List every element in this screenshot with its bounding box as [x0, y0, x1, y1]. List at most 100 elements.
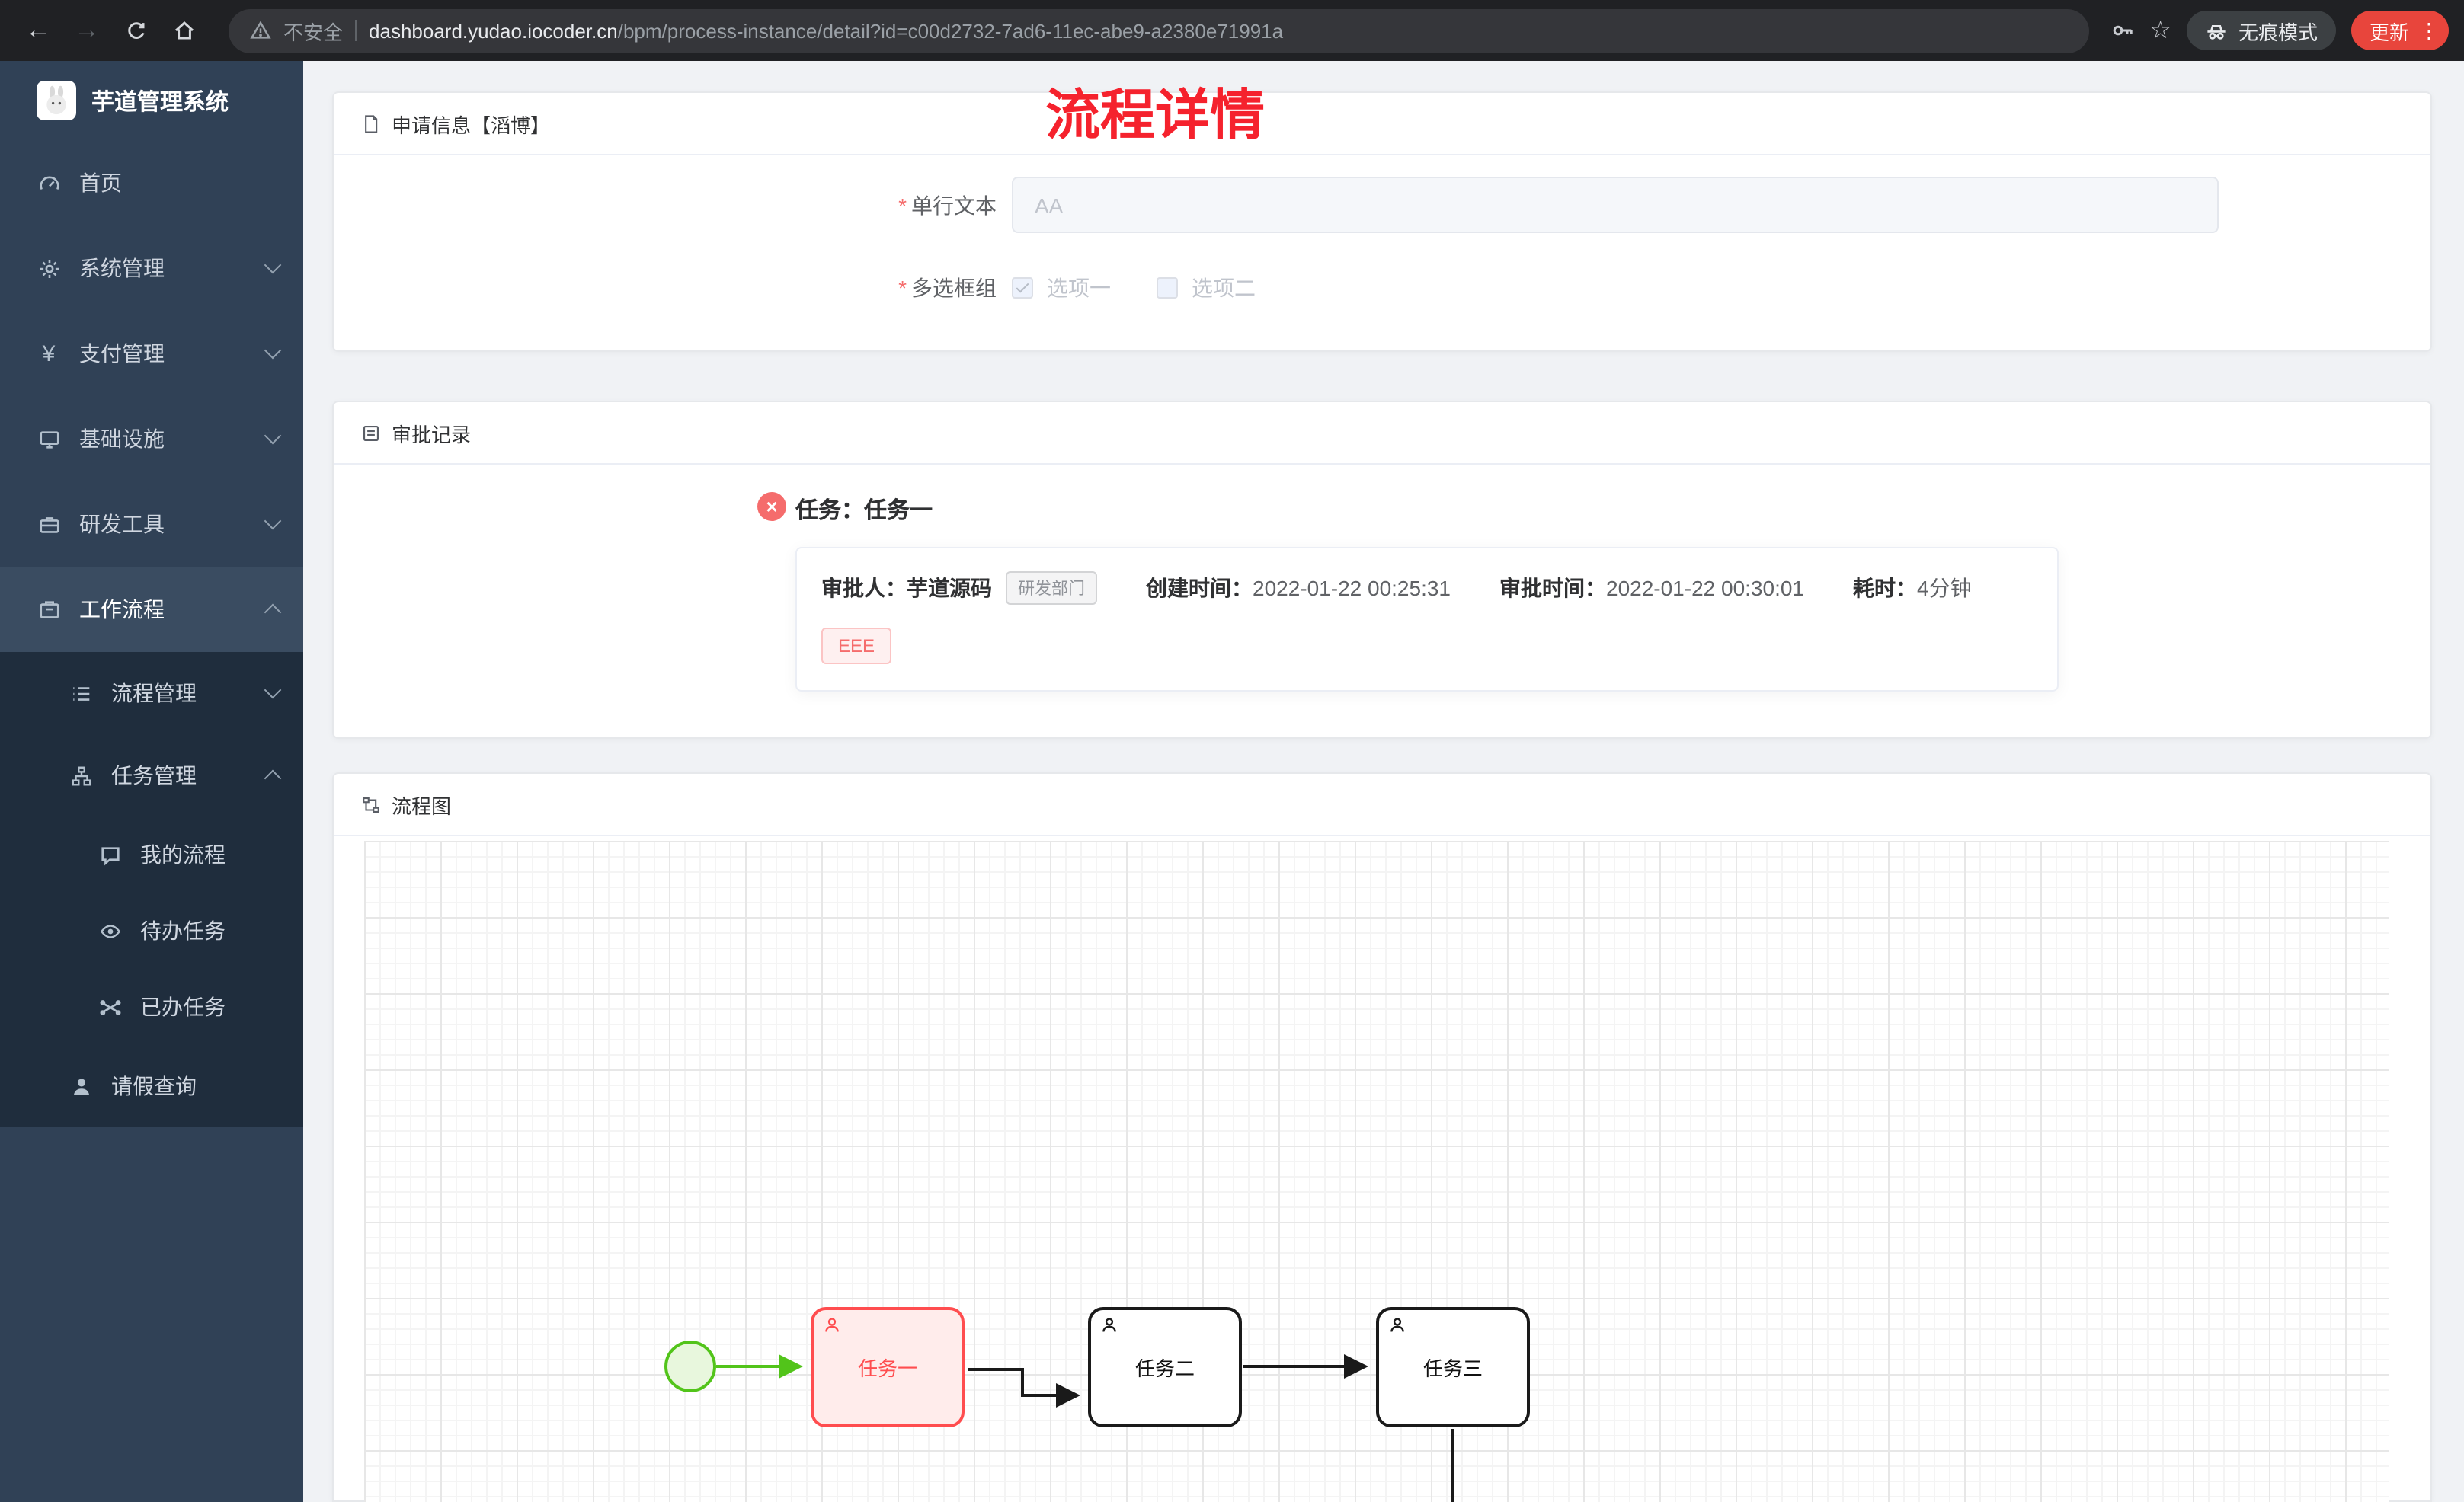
incognito-label: 无痕模式: [2238, 21, 2318, 43]
approval-record-card-title: 审批记录: [392, 423, 472, 446]
record-icon: [361, 423, 381, 443]
checkbox-option-1[interactable]: 选项一: [1012, 273, 1111, 303]
toolbar-right: ☆ 无痕模式 更新 ⋮: [2110, 11, 2449, 50]
task-node-2[interactable]: 任务二: [1088, 1307, 1242, 1427]
sidebar-item-home[interactable]: 首页: [0, 140, 303, 225]
checkbox-label: 选项二: [1192, 276, 1256, 300]
key-button[interactable]: [2110, 18, 2134, 43]
home-button[interactable]: [162, 8, 207, 53]
app-title: 芋道管理系统: [91, 89, 229, 115]
sidebar-item-infrastructure[interactable]: 基础设施: [0, 396, 303, 481]
apply-info-card-header: 申请信息【滔博】: [334, 93, 2430, 155]
security-label: 不安全: [283, 21, 344, 43]
sequence-flow-1-2: [968, 1368, 1080, 1408]
approval-detail-box: 审批人： 芋道源码 研发部门 创建时间： 2022-01-22 00:25:31…: [795, 547, 2059, 692]
field-label: *多选框组: [898, 276, 997, 300]
sidebar-item-system-management[interactable]: 系统管理: [0, 225, 303, 311]
check-circle-icon: [94, 995, 125, 1018]
address-bar[interactable]: 不安全 dashboard.yudao.iocoder.cn/bpm/proce…: [229, 8, 2089, 53]
logo-avatar: [37, 81, 76, 120]
approval-record-card-header: 审批记录: [334, 402, 2430, 465]
back-button[interactable]: ←: [25, 15, 51, 44]
sidebar-item-label: 研发工具: [79, 512, 165, 536]
bpmn-connectors: [664, 1341, 1454, 1502]
incognito-badge: 无痕模式: [2186, 11, 2336, 50]
chevron-down-icon: [264, 512, 282, 530]
workflow-icon: [34, 598, 64, 621]
field-label: *单行文本: [898, 193, 997, 217]
document-icon: [361, 113, 381, 133]
incognito-icon: [2207, 24, 2226, 39]
user-task-icon: [1388, 1316, 1406, 1334]
approval-comment-row: EEE: [821, 628, 2033, 664]
sidebar-item-label: 工作流程: [79, 597, 165, 622]
task-label: 任务一: [857, 1357, 917, 1380]
sidebar-item-payment-management[interactable]: ¥ 支付管理: [0, 311, 303, 396]
duration-label: 耗时：: [1853, 576, 1917, 600]
forward-button[interactable]: →: [74, 15, 100, 44]
sidebar-item-done-tasks[interactable]: 已办任务: [0, 969, 303, 1045]
sidebar-item-leave-query[interactable]: 请假查询: [0, 1045, 303, 1127]
sidebar-item-label: 我的流程: [140, 842, 226, 867]
duration-value: 4分钟: [1917, 576, 1972, 600]
task-label: 任务二: [1134, 1357, 1195, 1380]
required-asterisk: *: [898, 193, 907, 217]
bookmark-button[interactable]: ☆: [2149, 18, 2171, 44]
briefcase-icon: [34, 513, 64, 535]
user-task-icon: [823, 1316, 841, 1334]
browser-toolbar: ← → 不安全 dashboard.yudao.iocoder.cn/bpm/p…: [0, 0, 2464, 61]
approver-label: 审批人：: [821, 576, 907, 600]
sidebar-item-workflow[interactable]: 工作流程: [0, 567, 303, 652]
sidebar-item-task-management[interactable]: 任务管理: [0, 734, 303, 817]
task-label: 任务三: [1422, 1357, 1483, 1380]
sidebar-item-dev-tools[interactable]: 研发工具: [0, 481, 303, 567]
dashboard-icon: [34, 171, 64, 194]
created-time: 2022-01-22 00:25:31: [1253, 576, 1451, 600]
start-event[interactable]: [664, 1341, 716, 1392]
sidebar-item-label: 请假查询: [111, 1074, 197, 1098]
url-domain: dashboard.yudao.iocoder.cn: [369, 19, 618, 42]
reload-button[interactable]: [113, 8, 158, 53]
dept-tag: 研发部门: [1006, 571, 1097, 605]
single-line-text-input[interactable]: [1012, 177, 2219, 233]
update-label: 更新: [2369, 21, 2409, 43]
url-text: dashboard.yudao.iocoder.cn/bpm/process-i…: [369, 19, 1283, 42]
approved-label: 审批时间：: [1499, 576, 1606, 600]
required-asterisk: *: [898, 276, 907, 300]
sidebar-item-label: 任务管理: [111, 763, 197, 788]
flow-icon: [66, 764, 96, 787]
yen-icon: ¥: [42, 340, 56, 366]
url-path: /bpm/process-instance/detail?id=c00d2732…: [617, 19, 1284, 42]
form-row-text: *单行文本: [334, 177, 2430, 233]
checkbox-checked-icon: [1012, 277, 1033, 299]
app-logo[interactable]: 芋道管理系统: [0, 61, 303, 140]
workflow-submenu: 流程管理 任务管理 我的流程 待办任务: [0, 652, 303, 1127]
sidebar-item-todo-tasks[interactable]: 待办任务: [0, 893, 303, 969]
monitor-icon: [34, 427, 64, 450]
warning-icon: [250, 21, 271, 39]
apply-info-card: 申请信息【滔博】 *单行文本 *多选框组 选项一 选项二: [332, 91, 2432, 352]
update-button[interactable]: 更新 ⋮: [2350, 11, 2449, 50]
checkbox-label: 选项一: [1047, 276, 1111, 300]
checkbox-option-2[interactable]: 选项二: [1157, 273, 1256, 303]
sidebar-item-label: 流程管理: [111, 681, 197, 705]
comment-tag: EEE: [821, 628, 892, 664]
eye-icon: [94, 919, 125, 942]
rejected-status-icon: ×: [757, 492, 786, 521]
task-node-1[interactable]: 任务一: [811, 1307, 965, 1427]
browser-menu-icon[interactable]: ⋮: [2418, 18, 2440, 42]
omnibox-divider: [355, 20, 357, 41]
approval-task-title: 任务：任务一: [795, 498, 933, 524]
process-diagram-card-header: 流程图: [334, 774, 2430, 836]
sidebar-item-process-management[interactable]: 流程管理: [0, 652, 303, 734]
chevron-down-icon: [264, 427, 282, 445]
task-node-3[interactable]: 任务三: [1376, 1307, 1530, 1427]
person-icon: [66, 1075, 96, 1098]
chevron-down-icon: [264, 341, 282, 360]
main-content: 流程详情 申请信息【滔博】 *单行文本 *多选框组 选项一: [303, 61, 2464, 1502]
sidebar-item-my-process[interactable]: 我的流程: [0, 817, 303, 893]
chevron-up-icon: [264, 603, 282, 622]
apply-info-card-title: 申请信息【滔博】: [392, 113, 551, 136]
sidebar-item-label: 首页: [79, 171, 122, 195]
